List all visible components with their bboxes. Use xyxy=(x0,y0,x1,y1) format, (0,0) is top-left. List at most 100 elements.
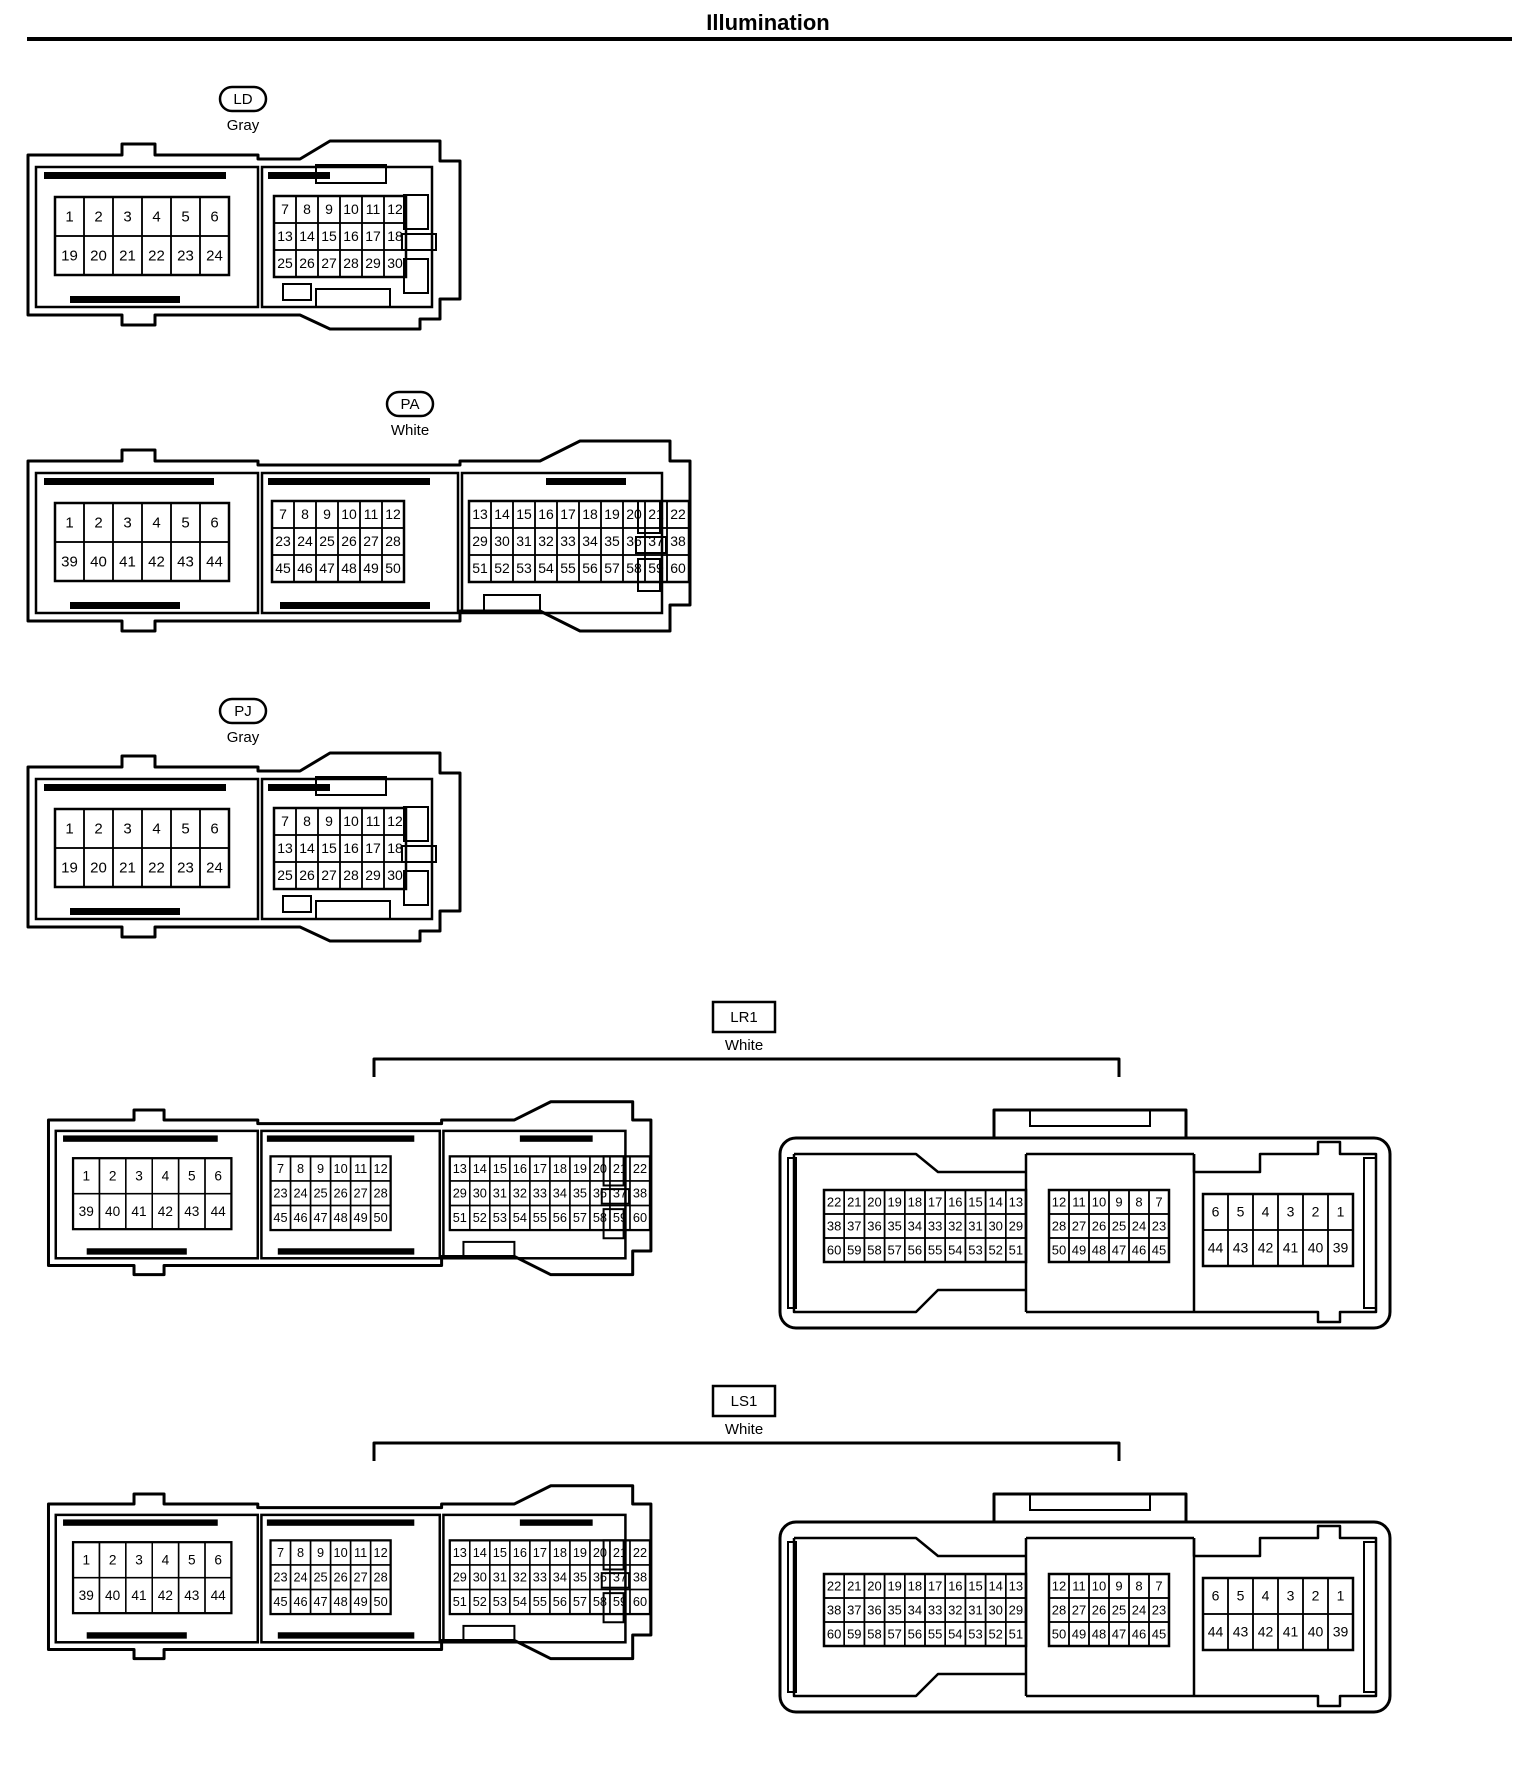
pin-number: 25 xyxy=(277,867,293,883)
pin-number: 47 xyxy=(313,1210,327,1225)
connector-color: White xyxy=(391,422,429,439)
pin-number: 19 xyxy=(887,1194,901,1209)
pin-number: 5 xyxy=(181,208,189,225)
pin-number: 53 xyxy=(493,1594,507,1609)
pin-number: 58 xyxy=(867,1626,881,1641)
pin-number: 9 xyxy=(325,813,333,829)
connector-code-box xyxy=(711,1000,777,1034)
pin-number: 3 xyxy=(135,1552,143,1567)
pin-number: 43 xyxy=(1233,1624,1249,1640)
pin-number: 1 xyxy=(1337,1204,1345,1220)
pin-number: 26 xyxy=(334,1569,348,1584)
housing-body xyxy=(26,439,692,633)
pin-number: 2 xyxy=(94,514,102,531)
pin-number: 8 xyxy=(303,201,311,217)
pin-number: 54 xyxy=(538,560,554,576)
pin-number: 11 xyxy=(354,1161,367,1176)
pin-number: 9 xyxy=(1115,1578,1122,1593)
pin-number: 11 xyxy=(364,506,379,522)
pin-number: 14 xyxy=(473,1545,487,1560)
bottom-latch-rail xyxy=(70,296,180,303)
pin-number: 35 xyxy=(604,533,620,549)
pin-number: 33 xyxy=(928,1218,942,1233)
pin-number: 41 xyxy=(1283,1240,1299,1256)
pin-number: 56 xyxy=(553,1594,567,1609)
pin-number: 59 xyxy=(847,1626,861,1641)
pin-number: 49 xyxy=(1072,1626,1086,1641)
pin-number: 2 xyxy=(94,820,102,837)
pin-number: 8 xyxy=(297,1545,304,1560)
side-rib xyxy=(1363,1157,1377,1309)
pin-number: 19 xyxy=(604,506,620,522)
pin-number: 13 xyxy=(1009,1578,1023,1593)
pin-number: 28 xyxy=(374,1185,388,1200)
pin-number: 2 xyxy=(109,1552,117,1567)
pin-number: 58 xyxy=(593,1594,607,1609)
pin-number: 18 xyxy=(582,506,598,522)
pin-number: 1 xyxy=(1337,1588,1345,1604)
pin-number: 6 xyxy=(210,820,218,837)
pin-number: 20 xyxy=(593,1545,607,1560)
bottom-latch-rail xyxy=(86,1632,187,1639)
bottom-latch-rail xyxy=(277,1248,415,1255)
pin-number: 13 xyxy=(277,228,293,244)
pin-number: 21 xyxy=(613,1161,627,1176)
connector-code-badge xyxy=(218,85,268,113)
side-lock xyxy=(403,806,429,842)
pin-number: 14 xyxy=(299,840,315,856)
pin-number: 29 xyxy=(1009,1218,1023,1233)
pin-number: 13 xyxy=(453,1161,467,1176)
side-rib xyxy=(1363,1541,1377,1693)
bottom-latch-rail xyxy=(70,908,180,915)
pin-number: 27 xyxy=(363,533,379,549)
housing-inner-right xyxy=(442,1513,627,1644)
connector-color: White xyxy=(725,1037,763,1054)
pin-number: 35 xyxy=(573,1185,587,1200)
pin-number: 36 xyxy=(867,1218,881,1233)
pin-number: 16 xyxy=(513,1545,527,1560)
pin-number: 10 xyxy=(341,506,357,522)
pin-number: 38 xyxy=(827,1602,841,1617)
pin-number: 41 xyxy=(1283,1624,1299,1640)
pin-number: 30 xyxy=(387,255,403,271)
pin-number: 17 xyxy=(533,1161,547,1176)
pin-number: 52 xyxy=(988,1626,1002,1641)
pin-number: 29 xyxy=(453,1569,467,1584)
pin-number: 52 xyxy=(473,1210,487,1225)
pin-number: 9 xyxy=(1115,1194,1122,1209)
pin-number: 44 xyxy=(211,1204,227,1219)
connector-code-badge xyxy=(385,390,435,418)
pin-number: 54 xyxy=(513,1594,527,1609)
pin-number: 3 xyxy=(123,820,131,837)
pin-number: 6 xyxy=(1212,1204,1220,1220)
pin-number: 29 xyxy=(365,867,381,883)
pin-number: 16 xyxy=(343,228,359,244)
top-latch-rail xyxy=(268,478,430,485)
pin-number: 4 xyxy=(152,820,160,837)
bottom-latch-rail xyxy=(280,602,430,609)
pin-number: 11 xyxy=(354,1545,367,1560)
pin-number: 5 xyxy=(181,514,189,531)
lock-window xyxy=(315,288,391,308)
pin-number: 17 xyxy=(560,506,576,522)
pin-number: 25 xyxy=(319,533,335,549)
key-slot xyxy=(282,895,312,913)
pin-number: 22 xyxy=(633,1545,647,1560)
pin-number: 11 xyxy=(1072,1194,1086,1209)
pin-number: 38 xyxy=(633,1569,647,1584)
pin-number: 48 xyxy=(1092,1242,1106,1257)
pin-number: 46 xyxy=(293,1210,307,1225)
pin-number: 44 xyxy=(211,1588,227,1603)
top-latch-rail xyxy=(266,1519,415,1526)
pin-number: 8 xyxy=(297,1161,304,1176)
pin-grid-border xyxy=(822,1572,1028,1648)
pin-number: 16 xyxy=(343,840,359,856)
pin-number: 56 xyxy=(582,560,598,576)
pin-number: 42 xyxy=(158,1204,173,1219)
